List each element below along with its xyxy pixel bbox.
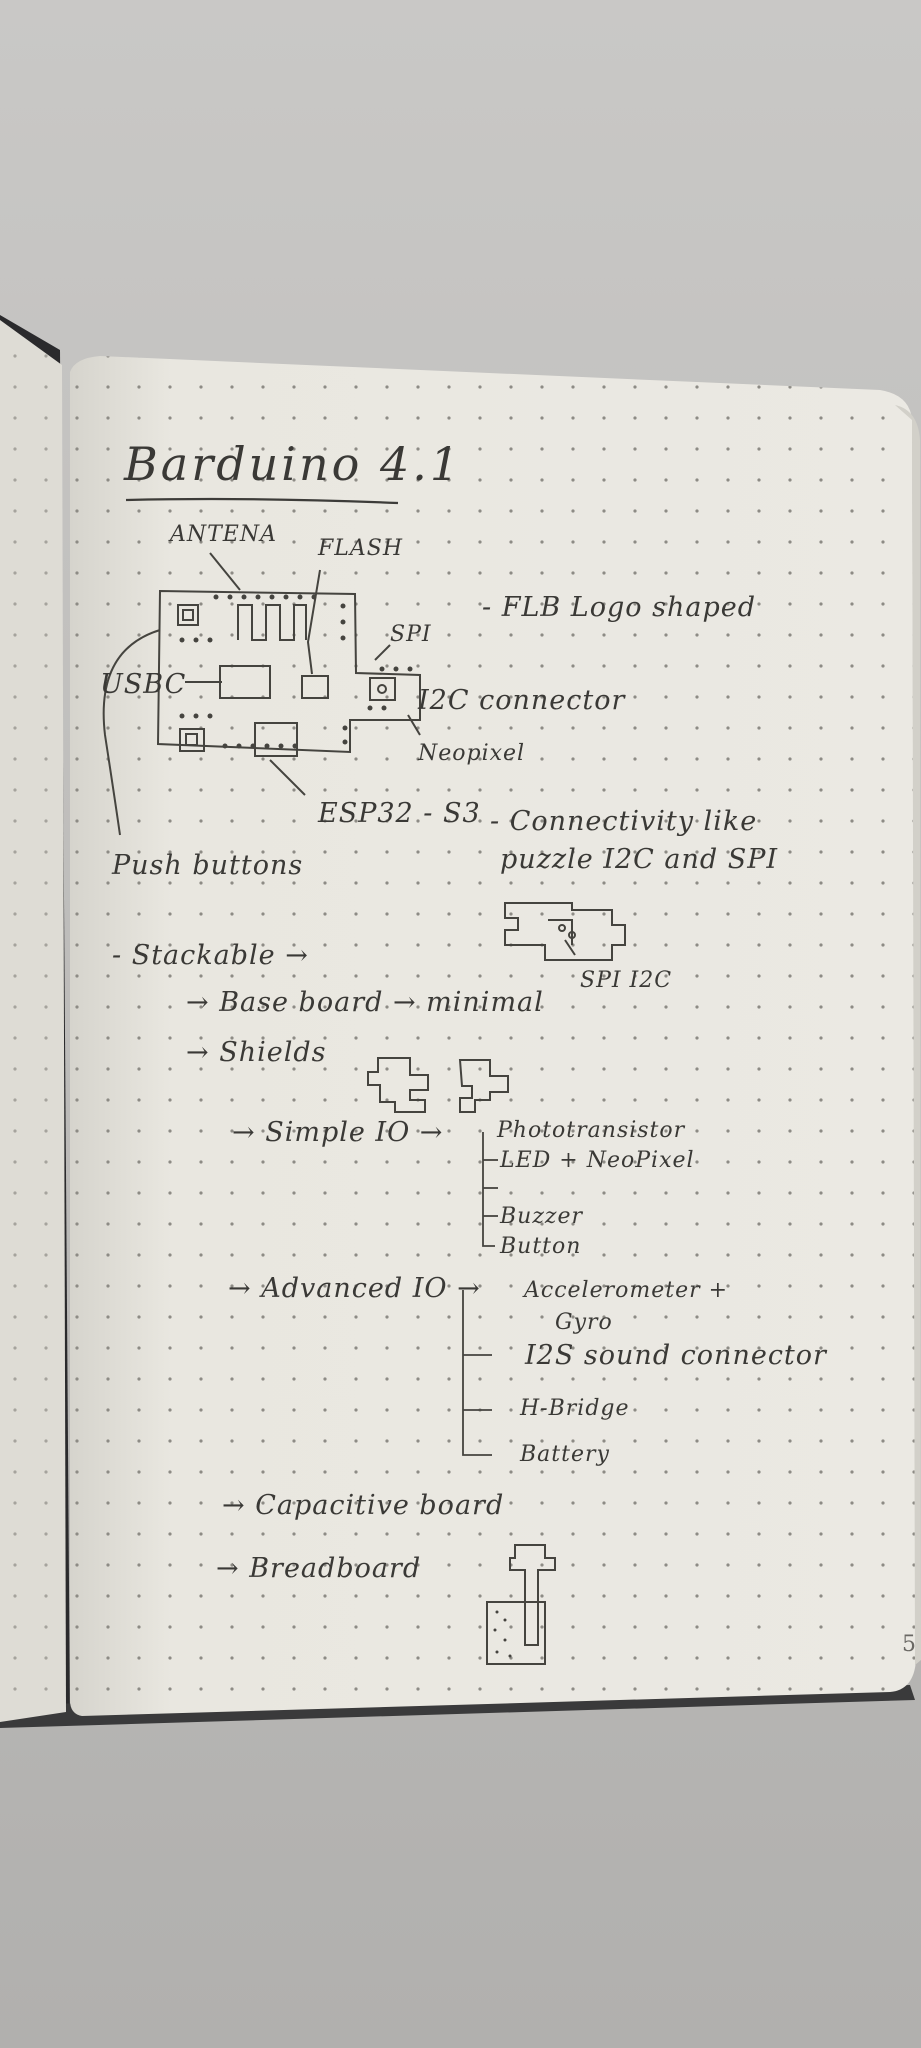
flash-chip: [301, 675, 329, 699]
board-sketch: [102, 552, 421, 836]
simple-io-label: → Simple IO →: [232, 1117, 444, 1148]
label-push-buttons: Push buttons: [112, 850, 304, 881]
page-title: Barduino 4.1: [124, 437, 463, 491]
advanced-io-item-h-bridge: H-Bridge: [520, 1396, 630, 1421]
page-number: 5: [902, 1632, 917, 1657]
label-usbc: USBC: [100, 669, 187, 700]
note-connectivity-line1: - Connectivity like: [490, 806, 758, 837]
push-button-bottom: [179, 728, 205, 752]
esp32-chip: [254, 722, 298, 757]
note-flb-logo: - FLB Logo shaped: [482, 592, 756, 623]
leader-spi: [374, 644, 391, 661]
base-board-line: → Base board → minimal: [186, 987, 544, 1018]
advanced-io-item-i2s: I2S sound connector: [525, 1340, 827, 1371]
shield-puzzle-pieces: [367, 1057, 509, 1113]
left-page-dots: [0, 330, 60, 1710]
page-dot-grid: [70, 356, 916, 1716]
advanced-io-item-accelerometer: Accelerometer +: [524, 1278, 729, 1303]
breadboard-sketch: [486, 1544, 556, 1665]
advanced-io-item-battery: Battery: [520, 1442, 610, 1467]
simple-io-item-button: Button: [500, 1234, 582, 1259]
simple-io-item-buzzer: Buzzer: [500, 1204, 584, 1229]
push-button-top: [177, 604, 199, 626]
board-outline: [156, 589, 421, 754]
shields-line: → Shields: [186, 1037, 327, 1068]
advanced-io-label: → Advanced IO →: [228, 1273, 481, 1304]
title-underline: [125, 497, 399, 505]
label-flash: FLASH: [318, 536, 404, 561]
breadboard-line: → Breadboard: [216, 1553, 422, 1584]
capacitive-board-line: → Capacitive board: [222, 1490, 505, 1521]
stackable-heading: - Stackable →: [112, 940, 309, 971]
i2c-connector: [369, 677, 396, 701]
note-connectivity-line2: puzzle I2C and SPI: [500, 844, 779, 875]
antenna-trace: [237, 604, 307, 641]
leader-antena: [209, 552, 241, 591]
simple-io-branches: [482, 1132, 498, 1247]
simple-io-item-phototransistor: Phototransistor: [497, 1118, 686, 1143]
pin-dots: [179, 594, 413, 749]
label-spi: SPI: [390, 622, 432, 647]
label-esp32: ESP32 - S3: [318, 798, 481, 829]
leader-flash: [306, 569, 321, 675]
simple-io-item-led: LED + NeoPixel: [500, 1148, 695, 1173]
note-spi-i2c: SPI I2C: [580, 968, 673, 993]
advanced-io-branches: [462, 1290, 492, 1456]
label-antena: ANTENA: [170, 522, 278, 547]
leader-push-buttons: [102, 629, 161, 836]
label-neopixel: Neopixel: [418, 741, 526, 766]
puzzle-connector-sketch: [504, 902, 626, 961]
leader-neopixel: [407, 714, 421, 736]
page-stack-edge: [895, 405, 921, 1665]
leader-esp32: [269, 759, 306, 796]
label-i2c-connector: I2C connector: [418, 685, 626, 716]
advanced-io-item-gyro: Gyro: [555, 1310, 613, 1335]
